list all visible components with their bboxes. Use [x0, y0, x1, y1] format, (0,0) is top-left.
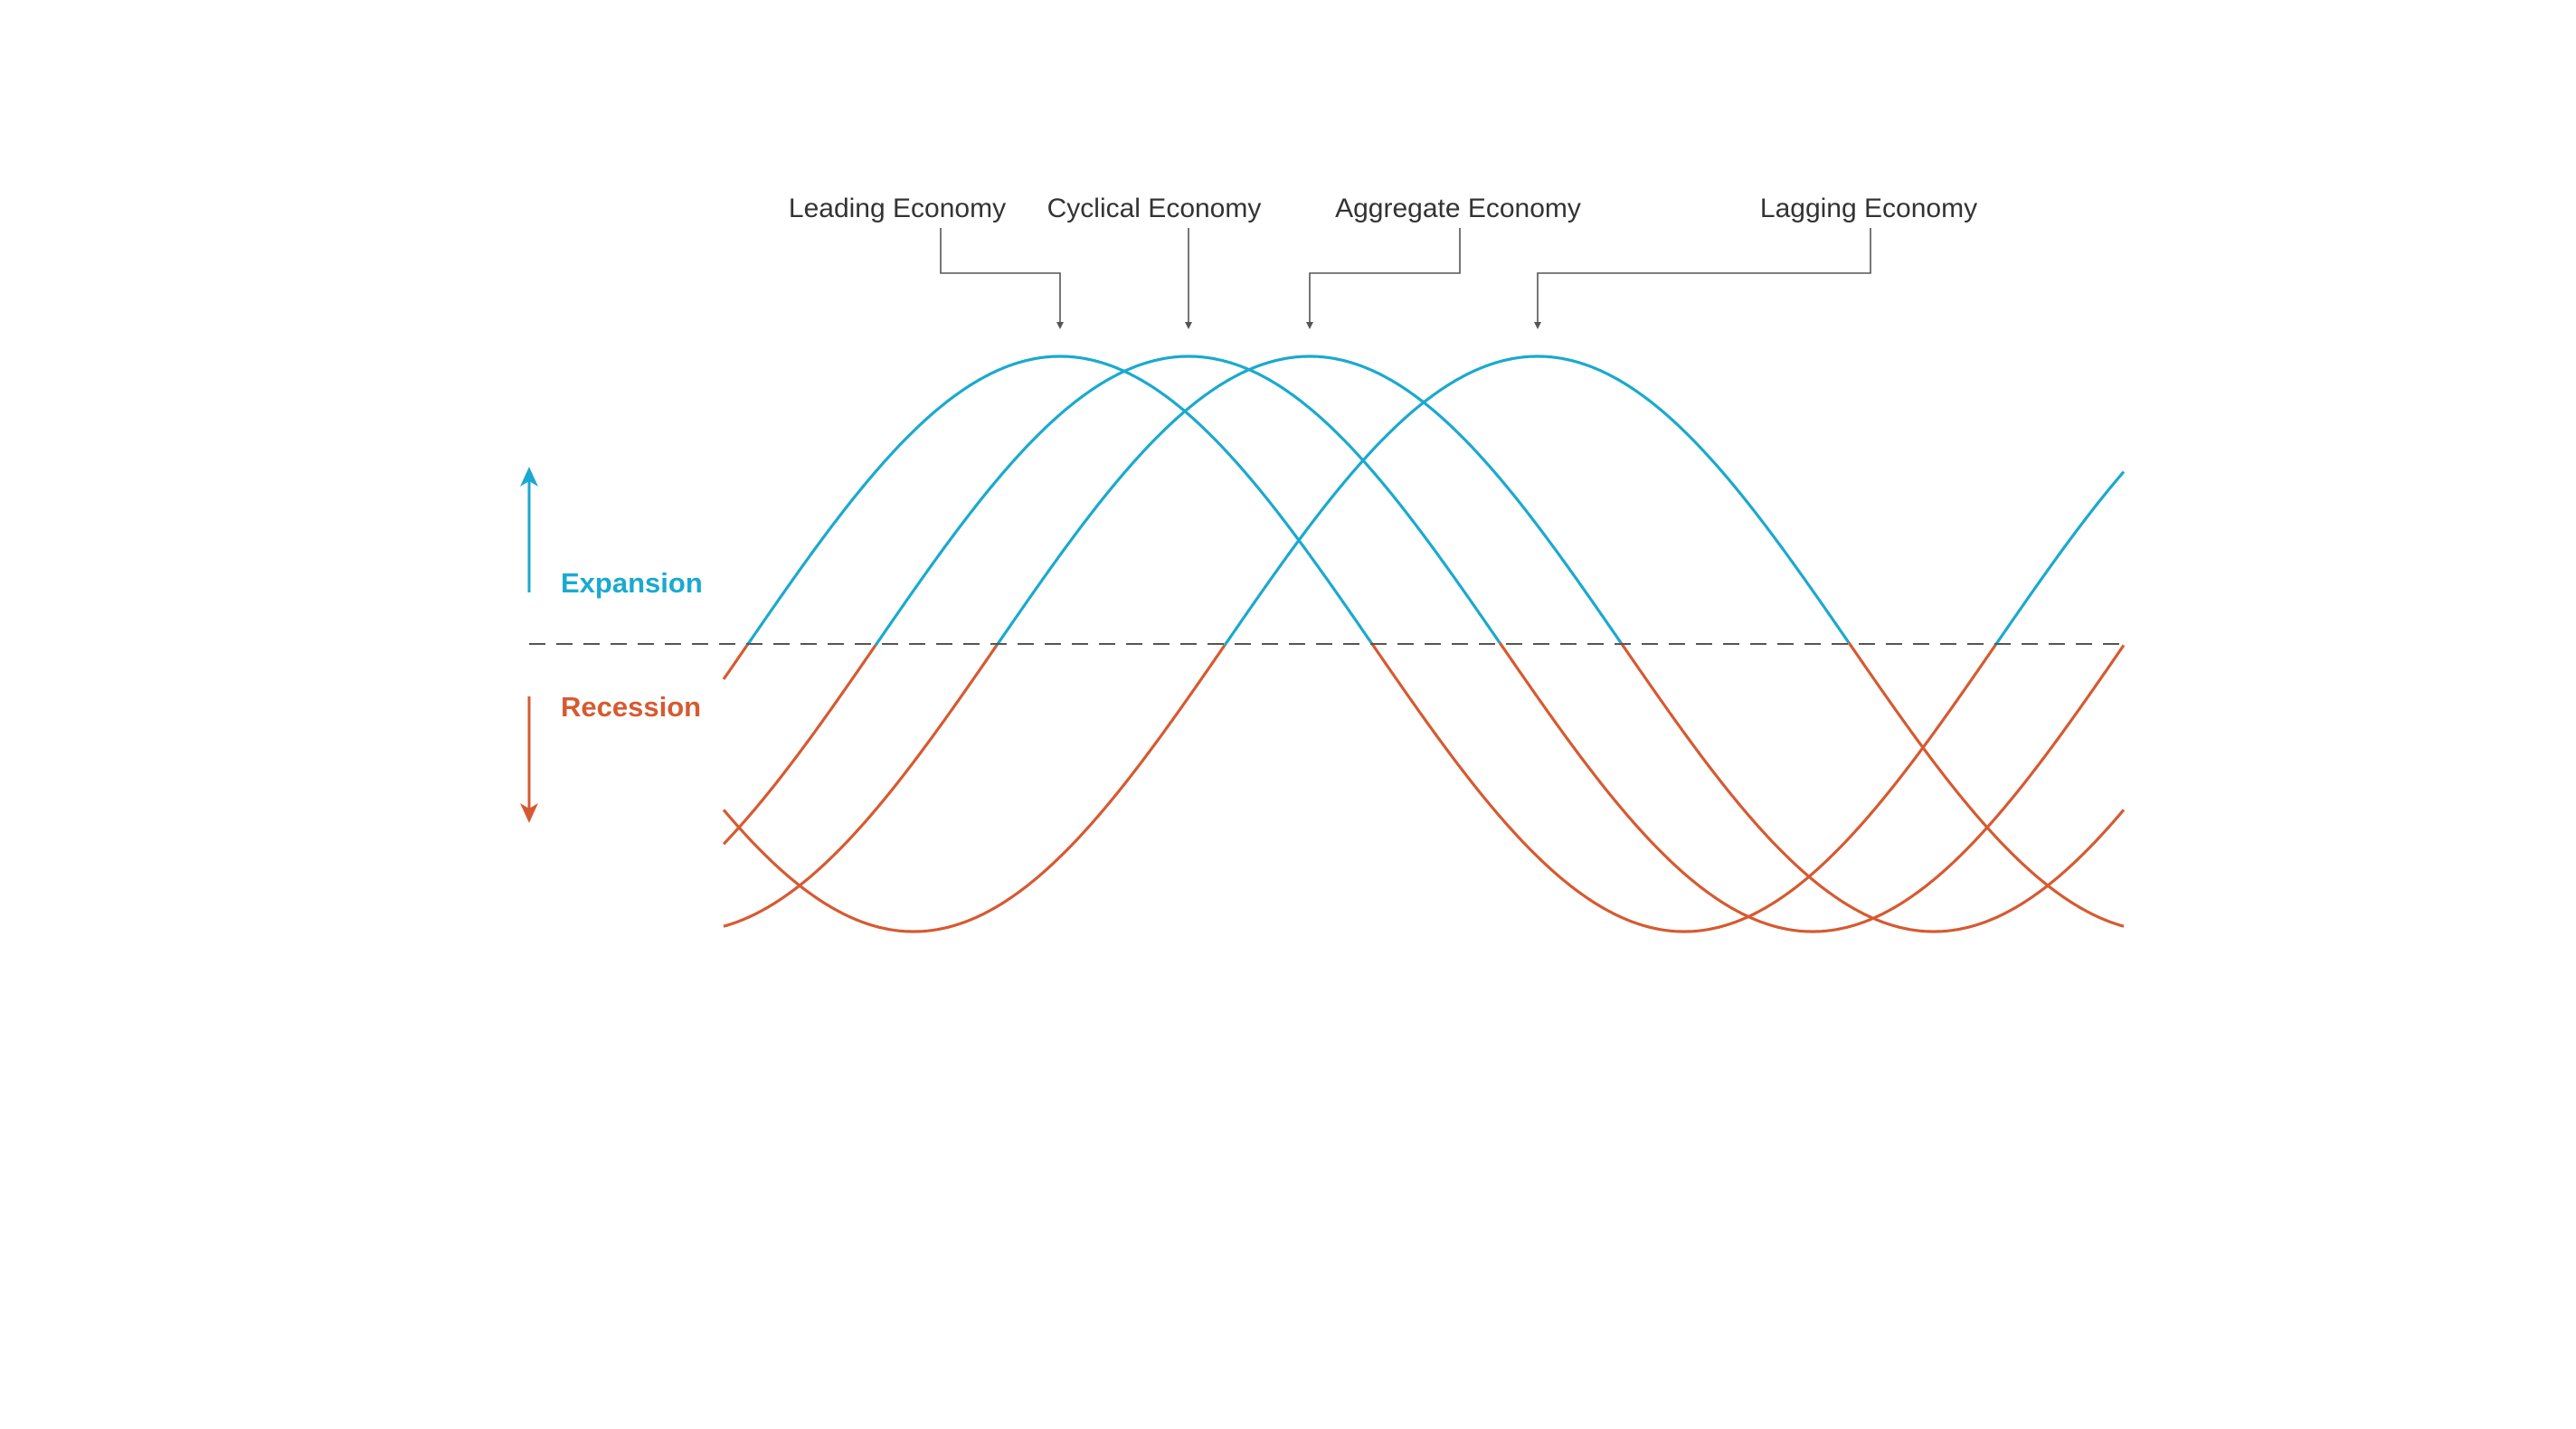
wave-aggregate-recession-segment-2 [1619, 641, 2126, 933]
leader-aggregate-line [1309, 228, 1461, 324]
label-lagging-economy: Lagging Economy [1760, 194, 1977, 223]
leader-leading-line [940, 228, 1061, 324]
label-cyclical-economy: Cyclical Economy [1047, 194, 1262, 223]
wave-leading-recession-segment-0 [722, 644, 749, 680]
wave-leading-expansion-segment-3 [1994, 470, 2126, 647]
wave-lagging-recession-segment-0 [722, 644, 1226, 933]
wave-cyclical-recession-segment-0 [722, 644, 877, 846]
label-aggregate-economy: Aggregate Economy [1335, 194, 1581, 223]
wave-aggregate-recession-segment-0 [723, 644, 999, 928]
leader-lagging-arrowhead-icon [1534, 322, 1541, 329]
expansion-arrow-icon [520, 467, 538, 592]
economy-waves [722, 355, 2126, 933]
leader-cyclical-arrowhead-icon [1185, 322, 1192, 329]
label-leading-economy: Leading Economy [789, 194, 1006, 223]
leader-leading-arrowhead-icon [1056, 322, 1064, 329]
wave-leading-expansion-segment-1 [745, 355, 1373, 647]
recession-arrow-icon [520, 696, 538, 823]
recession-label: Recession [561, 691, 701, 723]
wave-cyclical-recession-segment-2 [1498, 641, 2126, 933]
leader-lines [940, 228, 1871, 329]
wave-leading-recession-segment-2 [1369, 641, 1997, 933]
leader-aggregate-arrowhead-icon [1306, 322, 1313, 329]
expansion-label: Expansion [561, 567, 703, 599]
wave-cyclical-expansion-segment-1 [874, 355, 1501, 647]
leader-lagging-line [1537, 228, 1871, 324]
wave-lagging-expansion-segment-1 [1223, 355, 1851, 647]
wave-lagging-recession-segment-2 [1847, 641, 2125, 928]
wave-aggregate-expansion-segment-1 [995, 355, 1623, 647]
